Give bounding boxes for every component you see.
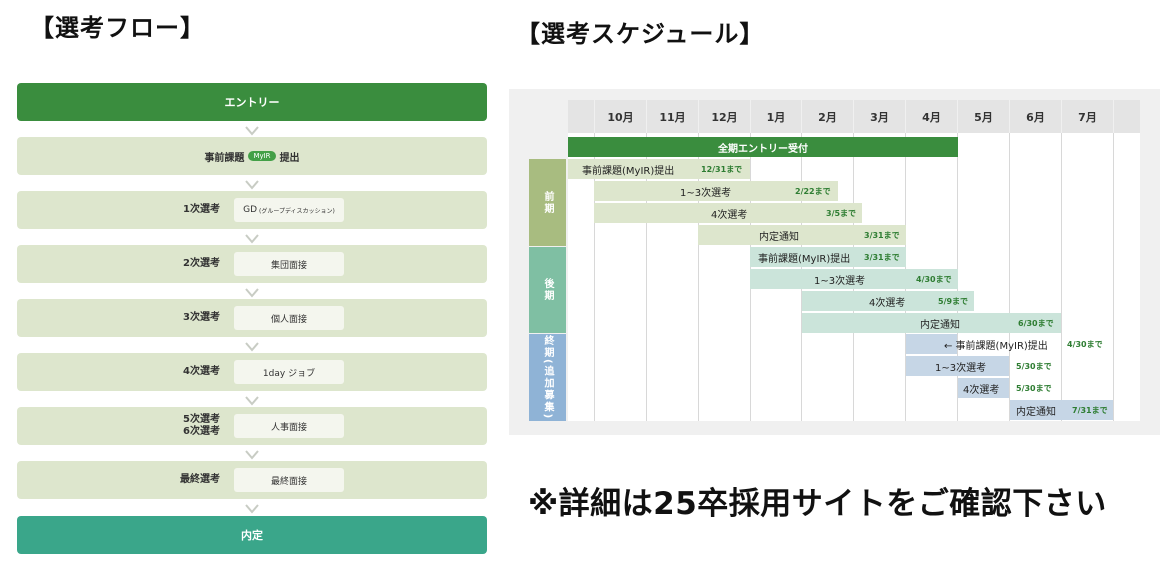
schedule-bar: 1~3次選考 2/22まで bbox=[594, 181, 838, 201]
month-header: 5月 bbox=[958, 100, 1009, 133]
grid-line bbox=[1061, 133, 1062, 421]
month-header: 7月 bbox=[1062, 100, 1113, 133]
schedule-bar: 事前課題(MyIR)提出 12/31まで bbox=[568, 159, 750, 179]
month-header: 12月 bbox=[699, 100, 750, 133]
bar-due: 12/31まで bbox=[701, 164, 743, 174]
step-label: 最終選考 bbox=[180, 473, 220, 485]
month-header-blank bbox=[1114, 100, 1140, 133]
bar-due: 3/5まで bbox=[826, 208, 857, 218]
schedule-title: 【選考スケジュール】 bbox=[516, 20, 765, 48]
chevron-down-icon bbox=[245, 288, 259, 298]
flow-step-1: 1次選考 GD(グループディスカッション) bbox=[17, 191, 487, 229]
month-header-blank bbox=[568, 100, 594, 133]
step-box: 人事面接 bbox=[234, 414, 344, 438]
bar-due: 5/30まで bbox=[1016, 361, 1052, 371]
period-final: 終期(追加募集) bbox=[529, 334, 566, 421]
schedule-bar bbox=[906, 334, 957, 354]
bar-due: 4/30まで bbox=[916, 274, 952, 284]
step-box-sub: (グループディスカッション) bbox=[259, 207, 335, 215]
chevron-down-icon bbox=[245, 342, 259, 352]
bar-name: 内定通知 bbox=[920, 319, 960, 331]
schedule-bar: 事前課題(MyIR)提出 3/31まで bbox=[750, 247, 906, 267]
bar-name: 内定通知 bbox=[759, 231, 799, 243]
bar-name: ← 事前課題(MyIR)提出 bbox=[944, 340, 1048, 352]
grid-line bbox=[698, 133, 699, 421]
bar-due: 3/31まで bbox=[864, 252, 900, 262]
month-header: 6月 bbox=[1010, 100, 1061, 133]
task-prefix: 事前課題 bbox=[204, 152, 245, 164]
myir-tag: MyIR bbox=[248, 151, 276, 161]
step-label: 3次選考 bbox=[183, 311, 220, 323]
schedule-bar: 4次選考 5/9まで bbox=[802, 291, 974, 311]
task-suffix: 提出 bbox=[279, 152, 300, 164]
month-header: 11月 bbox=[647, 100, 698, 133]
schedule-bar: 内定通知 6/30まで bbox=[802, 313, 1061, 333]
schedule-bar: 内定通知 7/31まで bbox=[1010, 400, 1113, 420]
flow-step-3: 3次選考 個人面接 bbox=[17, 299, 487, 337]
month-header: 4月 bbox=[906, 100, 957, 133]
month-header: 1月 bbox=[751, 100, 801, 133]
step-label: 5次選考 6次選考 bbox=[183, 413, 220, 438]
step-label: 2次選考 bbox=[183, 257, 220, 269]
grid-line bbox=[1009, 133, 1010, 421]
flow-entry-label: エントリー bbox=[224, 96, 280, 109]
flow-step-final: 最終選考 最終面接 bbox=[17, 461, 487, 499]
bar-name: 内定通知 bbox=[1016, 406, 1056, 418]
period-early: 前期 bbox=[529, 159, 566, 246]
flow-title: 【選考フロー】 bbox=[30, 14, 205, 42]
chevron-down-icon bbox=[245, 180, 259, 190]
bar-due: 3/31まで bbox=[864, 230, 900, 240]
flow-final-label: 内定 bbox=[241, 529, 263, 542]
step-box: 最終面接 bbox=[234, 468, 344, 492]
flow-step-task: 事前課題 MyIR 提出 bbox=[17, 137, 487, 175]
bar-due: 2/22まで bbox=[795, 186, 831, 196]
grid-line bbox=[594, 133, 595, 421]
bar-name: 4次選考 bbox=[963, 384, 1000, 396]
schedule-bar: 内定通知 3/31まで bbox=[698, 225, 906, 245]
chevron-down-icon bbox=[245, 450, 259, 460]
step-box: 1day ジョブ bbox=[234, 360, 344, 384]
month-header: 2月 bbox=[802, 100, 853, 133]
details-note: ※詳細は25卒採用サイトをご確認下さい bbox=[528, 486, 1107, 522]
period-late: 後期 bbox=[529, 247, 566, 333]
bar-due: 5/9まで bbox=[938, 296, 969, 306]
bar-name: 1~3次選考 bbox=[935, 362, 987, 374]
step-box: GD(グループディスカッション) bbox=[234, 198, 344, 222]
step-box: 個人面接 bbox=[234, 306, 344, 330]
bar-due: 7/31まで bbox=[1072, 405, 1108, 415]
month-header: 10月 bbox=[595, 100, 646, 133]
entry-period-bar: 全期エントリー受付 bbox=[568, 137, 958, 157]
bar-name: 4次選考 bbox=[711, 209, 748, 221]
bar-name: 事前課題(MyIR)提出 bbox=[582, 165, 675, 177]
month-header: 3月 bbox=[854, 100, 905, 133]
flow-step-entry: エントリー bbox=[17, 83, 487, 121]
bar-due: 6/30まで bbox=[1018, 318, 1054, 328]
flow-step-2: 2次選考 集団面接 bbox=[17, 245, 487, 283]
bar-name: 1~3次選考 bbox=[680, 187, 732, 199]
step-box: 集団面接 bbox=[234, 252, 344, 276]
schedule-bar: 1~3次選考 4/30まで bbox=[750, 269, 958, 289]
flow-step-offer: 内定 bbox=[17, 516, 487, 554]
bar-name: 1~3次選考 bbox=[814, 275, 866, 287]
schedule-bar: 4次選考 5/30まで bbox=[958, 378, 1052, 398]
step-label: 4次選考 bbox=[183, 365, 220, 377]
bar-name: 事前課題(MyIR)提出 bbox=[758, 253, 851, 265]
step-label: 1次選考 bbox=[183, 203, 220, 215]
bar-name: 4次選考 bbox=[869, 297, 906, 309]
chevron-down-icon bbox=[245, 396, 259, 406]
grid-line bbox=[646, 133, 647, 421]
flow-step-4: 4次選考 1day ジョブ bbox=[17, 353, 487, 391]
chevron-down-icon bbox=[245, 126, 259, 136]
flow-step-5-6: 5次選考 6次選考 人事面接 bbox=[17, 407, 487, 445]
schedule-bar: 1~3次選考 5/30まで bbox=[906, 356, 1052, 376]
schedule-bar: 4次選考 3/5まで bbox=[594, 203, 862, 223]
bar-due: 5/30まで bbox=[1016, 383, 1052, 393]
chevron-down-icon bbox=[245, 504, 259, 514]
step-box-text: GD bbox=[243, 205, 257, 215]
schedule-bar-label: ← 事前課題(MyIR)提出 4/30まで bbox=[906, 334, 1136, 354]
grid-line bbox=[1113, 133, 1114, 421]
chevron-down-icon bbox=[245, 234, 259, 244]
bar-due: 4/30まで bbox=[1067, 339, 1103, 349]
